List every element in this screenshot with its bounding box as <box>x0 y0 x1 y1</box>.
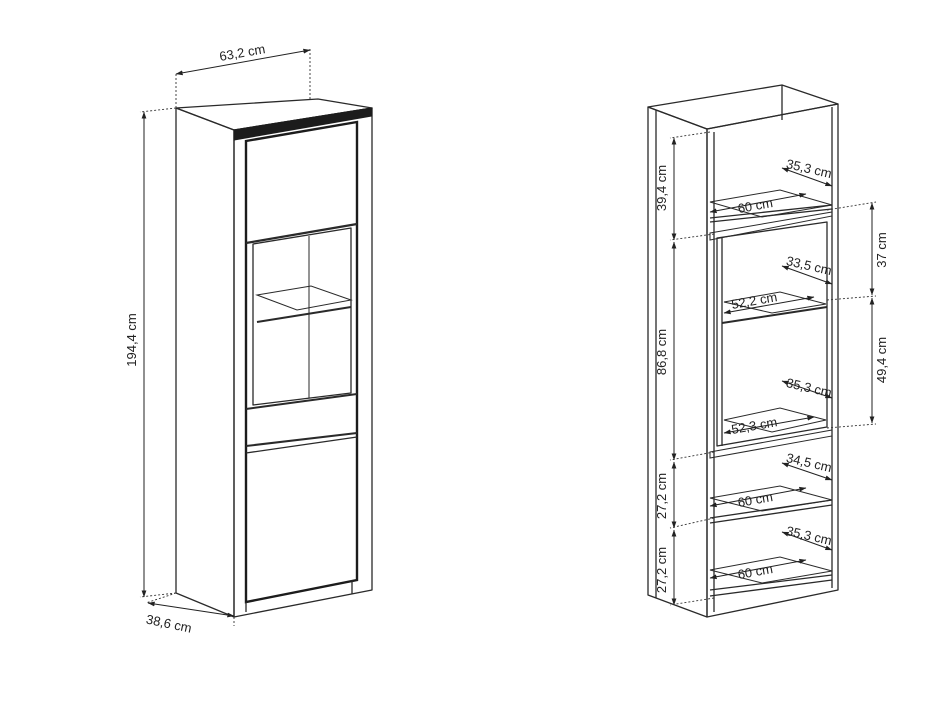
left-ext-3 <box>669 451 715 461</box>
width-arrow-1 <box>709 192 807 214</box>
shelf-height-1: 39,4 cm <box>654 165 669 211</box>
cabinet-width-label: 63,2 cm <box>218 41 266 64</box>
glass-shelf <box>255 285 353 311</box>
right-ext-3 <box>826 423 877 429</box>
left-ext-4 <box>669 517 715 529</box>
cabinet-door-recess <box>244 120 359 604</box>
cabinet-drawer-top <box>245 393 358 410</box>
height-ext-top <box>139 107 177 113</box>
shelf-board-3 <box>709 429 833 459</box>
depth-ext-back <box>145 592 177 604</box>
shelf-back-outline <box>706 103 839 618</box>
right-ext-2 <box>826 295 877 301</box>
display-cabinet: 63,2 cm 194,4 cm 38,6 cm <box>124 41 373 636</box>
depth-dimension-line <box>147 601 235 618</box>
shelf-board-5-edge <box>709 574 833 591</box>
shelf-depth-5: 35,3 cm <box>785 523 833 548</box>
shelf-width-5: 60 cm <box>736 561 773 582</box>
width-arrow-4 <box>709 486 807 508</box>
shelf-height-2: 86,8 cm <box>654 329 669 375</box>
depth-arrow-3 <box>781 380 833 399</box>
compartment-height-2: 49,4 cm <box>874 337 889 383</box>
left-ext-5 <box>669 597 715 606</box>
shelf-width-4: 60 cm <box>736 489 773 510</box>
width-arrow-3 <box>723 415 815 435</box>
width-dimension-line <box>175 48 311 76</box>
right-ext-1 <box>826 201 877 211</box>
depth-arrow-2 <box>781 265 833 285</box>
open-bookshelf: 35,3 cm 33,5 cm 35,3 cm 34,5 cm 35,3 cm … <box>647 84 889 618</box>
left-ext-1 <box>669 131 711 139</box>
width-arrow-2 <box>723 295 815 315</box>
shelf-depth-2: 33,5 cm <box>785 253 833 278</box>
cabinet-drawer-bottom <box>245 432 358 447</box>
compartment-height-1: 37 cm <box>874 232 889 267</box>
left-ext-2 <box>669 233 715 241</box>
shelf-board-5-under <box>709 579 833 597</box>
shelf-board-4-under <box>709 504 833 524</box>
depth-arrow-1 <box>781 167 833 187</box>
shelf-height-4: 27,2 cm <box>654 547 669 593</box>
shelf-board-4-edge <box>709 499 833 519</box>
inner-compartment <box>716 221 828 447</box>
shelf-width-1: 60 cm <box>736 195 773 216</box>
cabinet-lower-door-top <box>245 436 358 454</box>
cabinet-glass-door <box>252 227 352 406</box>
cabinet-top-rail <box>233 107 373 141</box>
cabinet-depth-label: 38,6 cm <box>145 611 193 635</box>
cabinet-upper-panel-edge <box>245 222 358 245</box>
cabinet-side-panel <box>175 107 235 618</box>
glass-shelf-edge <box>256 306 352 323</box>
shelf-board-2 <box>709 211 833 241</box>
width-arrow-5 <box>709 558 807 580</box>
shelf-height-3: 27,2 cm <box>654 473 669 519</box>
shelf-depth-3: 35,3 cm <box>785 375 833 400</box>
shelf-depth-4: 34,5 cm <box>785 450 833 475</box>
shelf-board-1-under <box>709 208 833 223</box>
cabinet-height-label: 194,4 cm <box>124 313 139 366</box>
depth-arrow-4 <box>781 462 833 481</box>
depth-arrow-5 <box>781 531 833 551</box>
